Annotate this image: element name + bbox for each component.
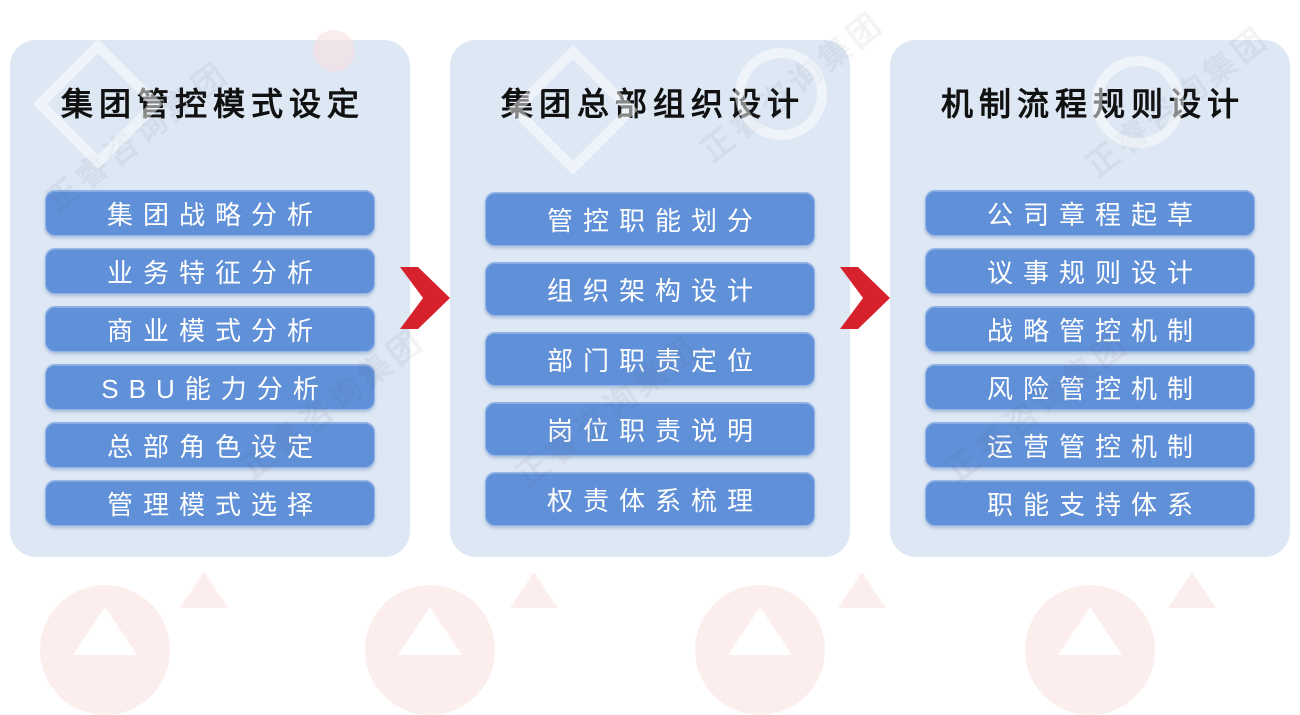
stage-steps: 集团战略分析业务特征分析商业模式分析 SBU能力分析总部角色设定管理模式选择	[45, 190, 375, 526]
step-pill: 部门职责定位	[485, 332, 815, 386]
step-pill: 组织架构设计	[485, 262, 815, 316]
step-pill: 公司章程起草	[925, 190, 1255, 236]
step-pill: 管理模式选择	[45, 480, 375, 526]
step-pill: 管控职能划分	[485, 192, 815, 246]
step-pill: 集团战略分析	[45, 190, 375, 236]
stage-steps: 公司章程起草议事规则设计战略管控机制风险管控机制运营管控机制职能支持体系	[925, 190, 1255, 526]
step-pill: SBU能力分析	[45, 364, 375, 410]
stage-panel-3: 机制流程规则设计 公司章程起草议事规则设计战略管控机制风险管控机制运营管控机制职…	[890, 40, 1290, 557]
watermark-peak-icon	[1168, 572, 1216, 608]
step-pill: 商业模式分析	[45, 306, 375, 352]
watermark-peak-icon	[510, 572, 558, 608]
watermark-logo-icon	[365, 585, 495, 715]
stage-panel-1: 集团管控模式设定 集团战略分析业务特征分析商业模式分析 SBU能力分析总部角色设定…	[10, 40, 410, 557]
step-pill: 业务特征分析	[45, 248, 375, 294]
step-pill: 风险管控机制	[925, 364, 1255, 410]
stage-panel-2: 集团总部组织设计 管控职能划分组织架构设计部门职责定位岗位职责说明权责体系梳理	[450, 40, 850, 557]
process-diagram: 集团管控模式设定 集团战略分析业务特征分析商业模式分析 SBU能力分析总部角色设定…	[10, 4, 1290, 715]
stage-title: 集团总部组织设计	[500, 86, 805, 122]
step-pill: 职能支持体系	[925, 480, 1255, 526]
step-pill: 权责体系梳理	[485, 472, 815, 526]
stage-steps: 管控职能划分组织架构设计部门职责定位岗位职责说明权责体系梳理	[485, 192, 815, 526]
watermark-peak-icon	[180, 572, 228, 608]
step-pill: 总部角色设定	[45, 422, 375, 468]
stage-title: 集团管控模式设定	[60, 86, 365, 122]
watermark-logo-icon	[40, 585, 170, 715]
stage-title: 机制流程规则设计	[940, 86, 1245, 122]
step-pill: 岗位职责说明	[485, 402, 815, 456]
watermark-peak-icon	[838, 572, 886, 608]
step-pill: 运营管控机制	[925, 422, 1255, 468]
watermark-logo-icon	[1025, 585, 1155, 715]
step-pill: 战略管控机制	[925, 306, 1255, 352]
step-pill: 议事规则设计	[925, 248, 1255, 294]
watermark-logo-icon	[695, 585, 825, 715]
